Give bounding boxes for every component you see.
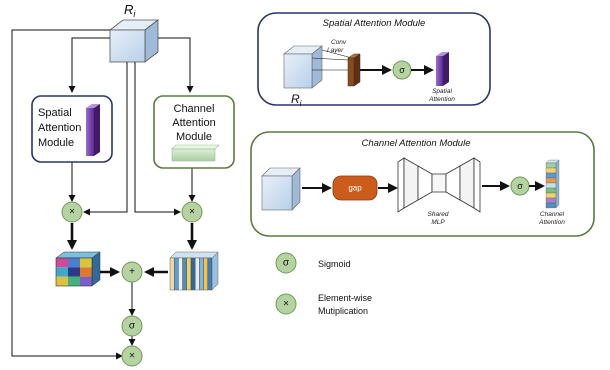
- spatial-attention-box: Spatial Attention Module: [31, 95, 113, 163]
- legend-multiply-node: ×: [275, 293, 297, 315]
- svg-text:σ: σ: [399, 65, 405, 75]
- channel-weighted-stack: [169, 251, 219, 291]
- svg-text:×: ×: [189, 207, 195, 218]
- channel-module-panel: Channel Attention Module gap Shared MLP: [250, 131, 595, 237]
- sam-output-label-2: Attention: [428, 96, 455, 103]
- cam-output-label-2: Attention: [538, 219, 565, 226]
- input-feature-cube: [108, 19, 160, 63]
- shared-mlp: [397, 157, 481, 213]
- mlp-label-2: MLP: [431, 219, 445, 226]
- channel-box-line-2: Attention: [172, 117, 215, 129]
- multiply-node-final: ×: [121, 345, 143, 367]
- sam-output-bar: [436, 52, 449, 86]
- gap-block: gap: [332, 175, 378, 201]
- svg-text:σ: σ: [517, 181, 523, 191]
- channel-attention-box: Channel Attention Module: [153, 95, 235, 169]
- sigmoid-node-main: σ: [121, 315, 143, 337]
- spatial-box-line-3: Module: [38, 137, 74, 149]
- svg-text:+: +: [129, 267, 135, 278]
- sam-input-cube: [283, 45, 323, 89]
- spatial-box-line-2: Attention: [38, 122, 81, 134]
- spatial-map-bar: [86, 104, 100, 156]
- conv-label-2: Layer: [327, 47, 344, 54]
- legend-sigmoid-node: σ: [275, 252, 297, 274]
- thick-arrows: [67, 223, 197, 277]
- svg-text:×: ×: [283, 299, 289, 310]
- multiply-node-channel: ×: [181, 201, 203, 223]
- connector-lines: [11, 29, 196, 360]
- svg-text:gap: gap: [348, 184, 362, 193]
- svg-text:×: ×: [129, 351, 135, 362]
- conv-layer-block: [347, 53, 361, 87]
- legend-sigmoid-label: Sigmoid: [318, 259, 351, 269]
- sam-input-label: Ri: [291, 92, 302, 108]
- mlp-label-1: Shared: [428, 211, 449, 218]
- spatial-box-line-1: Spatial: [38, 107, 72, 119]
- sam-projection-lines: [311, 49, 353, 71]
- svg-text:σ: σ: [283, 258, 290, 269]
- cam-output-label-1: Channel: [540, 211, 565, 218]
- channel-attention-vector: [545, 159, 560, 209]
- channel-box-line-1: Channel: [174, 103, 215, 115]
- legend: σ Sigmoid × Element-wise Mutiplication: [275, 252, 372, 316]
- cam-sigmoid-node: σ: [510, 176, 530, 196]
- legend-multiply-label-1: Element-wise: [318, 293, 372, 303]
- spatial-weighted-cube: [55, 251, 101, 287]
- channel-module-title: Channel Attention Module: [362, 138, 471, 149]
- legend-multiply-label-2: Mutiplication: [318, 306, 368, 316]
- input-label: Ri: [124, 2, 136, 19]
- multiply-node-spatial: ×: [61, 201, 83, 223]
- channel-vector-slab: [171, 144, 220, 162]
- svg-text:×: ×: [69, 207, 75, 218]
- svg-text:σ: σ: [129, 321, 136, 332]
- channel-box-line-3: Module: [176, 131, 212, 143]
- spatial-module-panel: Spatial Attention Module Ri Conv Layer σ: [257, 12, 491, 108]
- sam-output-label-1: Spatial: [432, 88, 452, 95]
- add-node: +: [121, 261, 143, 283]
- cam-input-cube: [261, 167, 301, 211]
- spatial-module-title: Spatial Attention Module: [323, 18, 426, 29]
- conv-label-1: Conv: [331, 39, 347, 46]
- sam-sigmoid-node: σ: [392, 60, 412, 80]
